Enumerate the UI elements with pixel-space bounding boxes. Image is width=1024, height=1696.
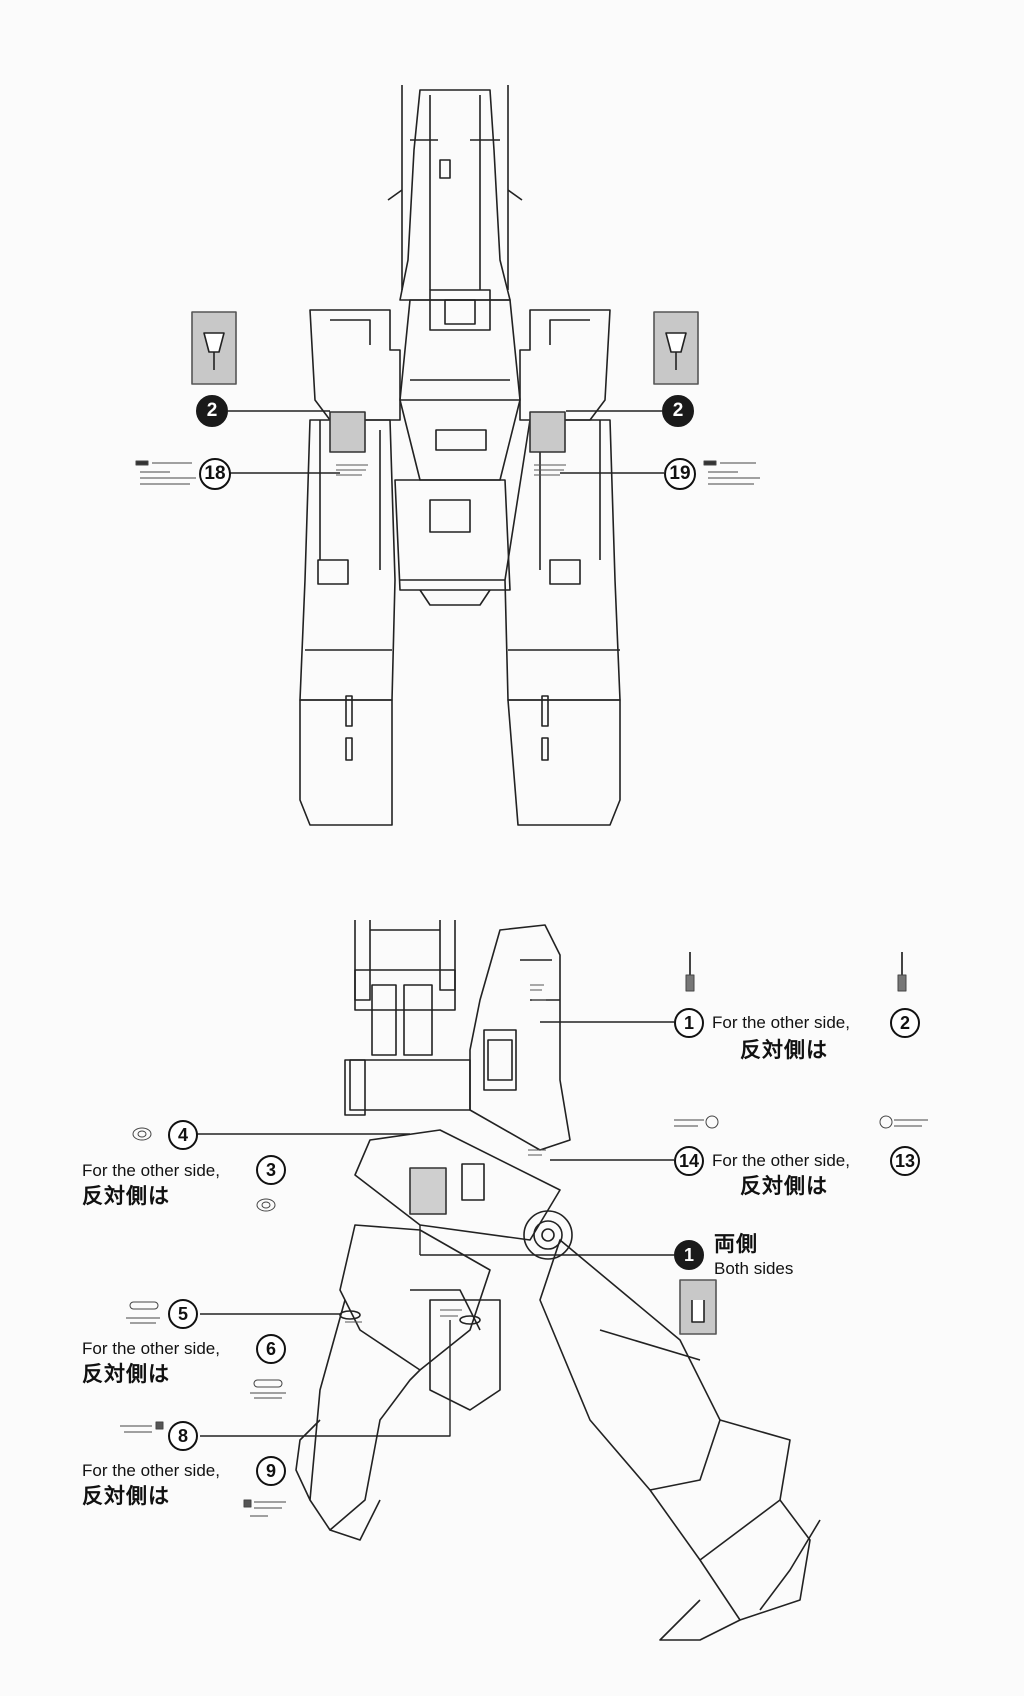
- for-other-side-label-6: For the other side,: [82, 1339, 220, 1358]
- callout-14: 14: [674, 1146, 704, 1176]
- decal-swatch-4: [132, 1127, 152, 1141]
- caution-decal-18: [135, 460, 196, 485]
- callout-2-right: 2: [662, 395, 694, 427]
- decal-swatch-6: [250, 1379, 286, 1399]
- callout-4: 4: [168, 1120, 198, 1150]
- decal-swatch-1-stencil: [685, 952, 695, 992]
- decal-swatch-top-left: [191, 311, 237, 385]
- top-leader-lines: [226, 410, 664, 474]
- callout-1-both-sides: 1: [674, 1240, 704, 1270]
- caution-decal-19: [703, 460, 760, 485]
- for-other-side-label-3: For the other side,: [82, 1161, 220, 1180]
- for-other-side-label-9: For the other side,: [82, 1461, 220, 1480]
- callout-19: 19: [664, 458, 696, 490]
- both-sides-label: Both sides: [714, 1259, 794, 1278]
- for-other-side-label-14: For the other side,: [712, 1151, 850, 1170]
- callout-18: 18: [199, 458, 231, 490]
- decal-swatch-2-stencil: [897, 952, 907, 992]
- for-other-side-label-1: For the other side,: [712, 1013, 850, 1032]
- hantaisoku-label-6: 反対側は: [82, 1363, 170, 1386]
- callout-1: 1: [674, 1008, 704, 1038]
- callout-6: 6: [256, 1334, 286, 1364]
- callout-5: 5: [168, 1299, 198, 1329]
- top-figure: [299, 85, 621, 826]
- bottom-figure: [295, 920, 821, 1641]
- hantaisoku-label-14: 反対側は: [740, 1175, 828, 1198]
- bottom-leader-lines: [195, 1021, 674, 1437]
- decal-swatch-14-stencil: [674, 1115, 719, 1129]
- decal-swatch-both-sides: [679, 1279, 717, 1335]
- decal-swatch-5: [126, 1301, 160, 1324]
- hantaisoku-label-9: 反対側は: [82, 1485, 170, 1508]
- callout-9: 9: [256, 1456, 286, 1486]
- callout-3: 3: [256, 1155, 286, 1185]
- ryougawa-label: 両側: [714, 1233, 758, 1256]
- decal-swatch-8: [120, 1421, 164, 1433]
- decal-swatch-9: [243, 1499, 286, 1517]
- decal-swatch-13-stencil: [879, 1115, 928, 1129]
- callout-13: 13: [890, 1146, 920, 1176]
- decal-swatch-3: [256, 1198, 276, 1212]
- decal-swatch-top-right: [653, 311, 699, 385]
- callout-2-bottom: 2: [890, 1008, 920, 1038]
- callout-2-left: 2: [196, 395, 228, 427]
- callout-8: 8: [168, 1421, 198, 1451]
- hantaisoku-label-1: 反対側は: [740, 1039, 828, 1062]
- hantaisoku-label-3: 反対側は: [82, 1185, 170, 1208]
